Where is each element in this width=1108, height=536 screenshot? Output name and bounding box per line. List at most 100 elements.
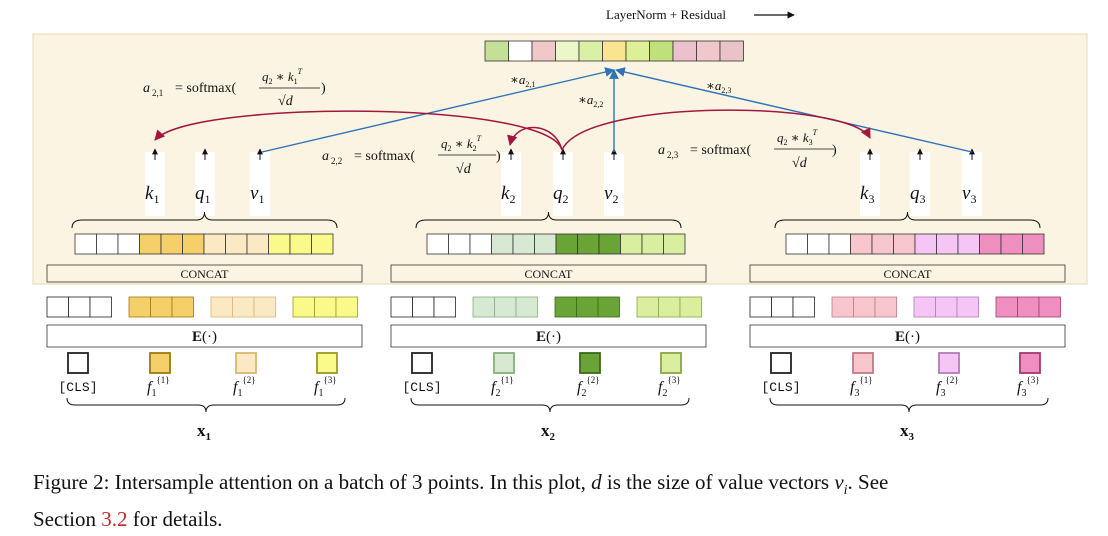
qkv-label-k2: k2 bbox=[501, 183, 515, 206]
output-vector bbox=[484, 40, 744, 62]
value-arrow-1 bbox=[261, 67, 615, 153]
embedding-cell bbox=[636, 296, 659, 318]
svg-text:q2 ∗ k1T: q2 ∗ k1T bbox=[262, 67, 303, 86]
concat-cell bbox=[828, 233, 851, 255]
feature-label: f2{3} bbox=[658, 375, 681, 399]
concat-label: CONCAT bbox=[883, 267, 932, 281]
concat-cell bbox=[160, 233, 183, 255]
embedding-cell bbox=[335, 296, 358, 318]
qkv-bar bbox=[501, 152, 521, 216]
embedding-cell bbox=[210, 296, 233, 318]
embedding-cell bbox=[390, 296, 413, 318]
embedding-cell bbox=[874, 296, 897, 318]
concat-cell bbox=[1022, 233, 1045, 255]
svg-text:2,2: 2,2 bbox=[331, 156, 342, 166]
concat-cell bbox=[807, 233, 830, 255]
concat-cell bbox=[893, 233, 916, 255]
caption-middle: is the size of value vectors bbox=[601, 470, 835, 494]
feature-box bbox=[493, 352, 515, 374]
svg-text:√d: √d bbox=[456, 162, 472, 177]
svg-text:q2 ∗ k3T: q2 ∗ k3T bbox=[777, 128, 818, 147]
qkv-label-k3: k3 bbox=[860, 183, 874, 206]
concat-cell bbox=[1000, 233, 1023, 255]
concat-box bbox=[749, 264, 1066, 283]
feature-label: f3{2} bbox=[936, 375, 959, 399]
output-cell bbox=[555, 40, 580, 62]
qkv-label-q2: q2 bbox=[553, 183, 569, 206]
caption-d: d bbox=[591, 470, 602, 494]
qkv-label-q1: q1 bbox=[195, 183, 211, 206]
svg-text:q2 ∗ k2T: q2 ∗ k2T bbox=[441, 134, 482, 153]
concat-cell bbox=[577, 233, 600, 255]
svg-text:2,3: 2,3 bbox=[667, 150, 679, 160]
embedding-cell bbox=[679, 296, 702, 318]
feature-box bbox=[660, 352, 682, 374]
embedding-cell bbox=[771, 296, 794, 318]
concat-cell bbox=[641, 233, 664, 255]
feature-box bbox=[316, 352, 338, 374]
cls-label: [CLS] bbox=[58, 380, 97, 395]
svg-text:√d: √d bbox=[278, 94, 294, 109]
concat-cell bbox=[289, 233, 312, 255]
sample-brace bbox=[410, 397, 690, 413]
qkv-label-k1: k1 bbox=[145, 183, 159, 206]
embed-label: E(·) bbox=[536, 329, 561, 345]
embedding-cell bbox=[128, 296, 151, 318]
svg-text:a: a bbox=[658, 143, 665, 158]
embedding-cell bbox=[597, 296, 620, 318]
svg-text:a: a bbox=[143, 81, 150, 96]
embedding-cell bbox=[853, 296, 876, 318]
concat-cell bbox=[203, 233, 226, 255]
feature-box bbox=[852, 352, 874, 374]
svg-text:): ) bbox=[321, 81, 326, 96]
concat-label: CONCAT bbox=[180, 267, 229, 281]
attention-arrows bbox=[154, 109, 871, 151]
embedding-cell bbox=[576, 296, 599, 318]
concat-cell bbox=[785, 233, 808, 255]
embedding-cell bbox=[792, 296, 815, 318]
sample-label: x2 bbox=[541, 421, 556, 443]
value-arrows bbox=[261, 67, 973, 153]
qkv-bar bbox=[860, 152, 880, 216]
svg-text:= softmax(: = softmax( bbox=[690, 143, 751, 158]
concat-cell bbox=[936, 233, 959, 255]
output-cell bbox=[649, 40, 674, 62]
concat-cell bbox=[74, 233, 97, 255]
feature-label: f2{1} bbox=[491, 375, 514, 399]
qkv-label-q3: q3 bbox=[910, 183, 926, 206]
sample-label: x3 bbox=[900, 421, 915, 443]
qkv-label-v1: v1 bbox=[250, 183, 264, 206]
sample-label: x1 bbox=[197, 421, 211, 443]
embed-label: E(·) bbox=[192, 329, 217, 345]
output-cell bbox=[531, 40, 556, 62]
embed-box bbox=[46, 324, 363, 348]
svg-text:a: a bbox=[322, 149, 329, 164]
caption-prefix: Figure 2: Intersample attention on a bat… bbox=[33, 470, 592, 494]
embedding-cell bbox=[494, 296, 517, 318]
caption-section-link[interactable]: 3.2 bbox=[101, 507, 128, 532]
concat-cell bbox=[117, 233, 140, 255]
embedding-cell bbox=[749, 296, 772, 318]
concat-cell bbox=[914, 233, 937, 255]
qkv-bar bbox=[250, 152, 270, 216]
attention-arrow-k1 bbox=[154, 110, 563, 151]
output-cell bbox=[625, 40, 650, 62]
concat-cell bbox=[512, 233, 535, 255]
cls-box bbox=[770, 352, 792, 374]
concat-cell bbox=[246, 233, 269, 255]
concat-cell bbox=[871, 233, 894, 255]
feature-label: f2{2} bbox=[577, 375, 600, 399]
qkv-bar bbox=[195, 152, 215, 216]
embedding-cell bbox=[995, 296, 1018, 318]
attention-arrow-k3 bbox=[561, 109, 871, 151]
output-cell bbox=[672, 40, 697, 62]
cls-label: [CLS] bbox=[761, 380, 800, 395]
feature-box bbox=[938, 352, 960, 374]
